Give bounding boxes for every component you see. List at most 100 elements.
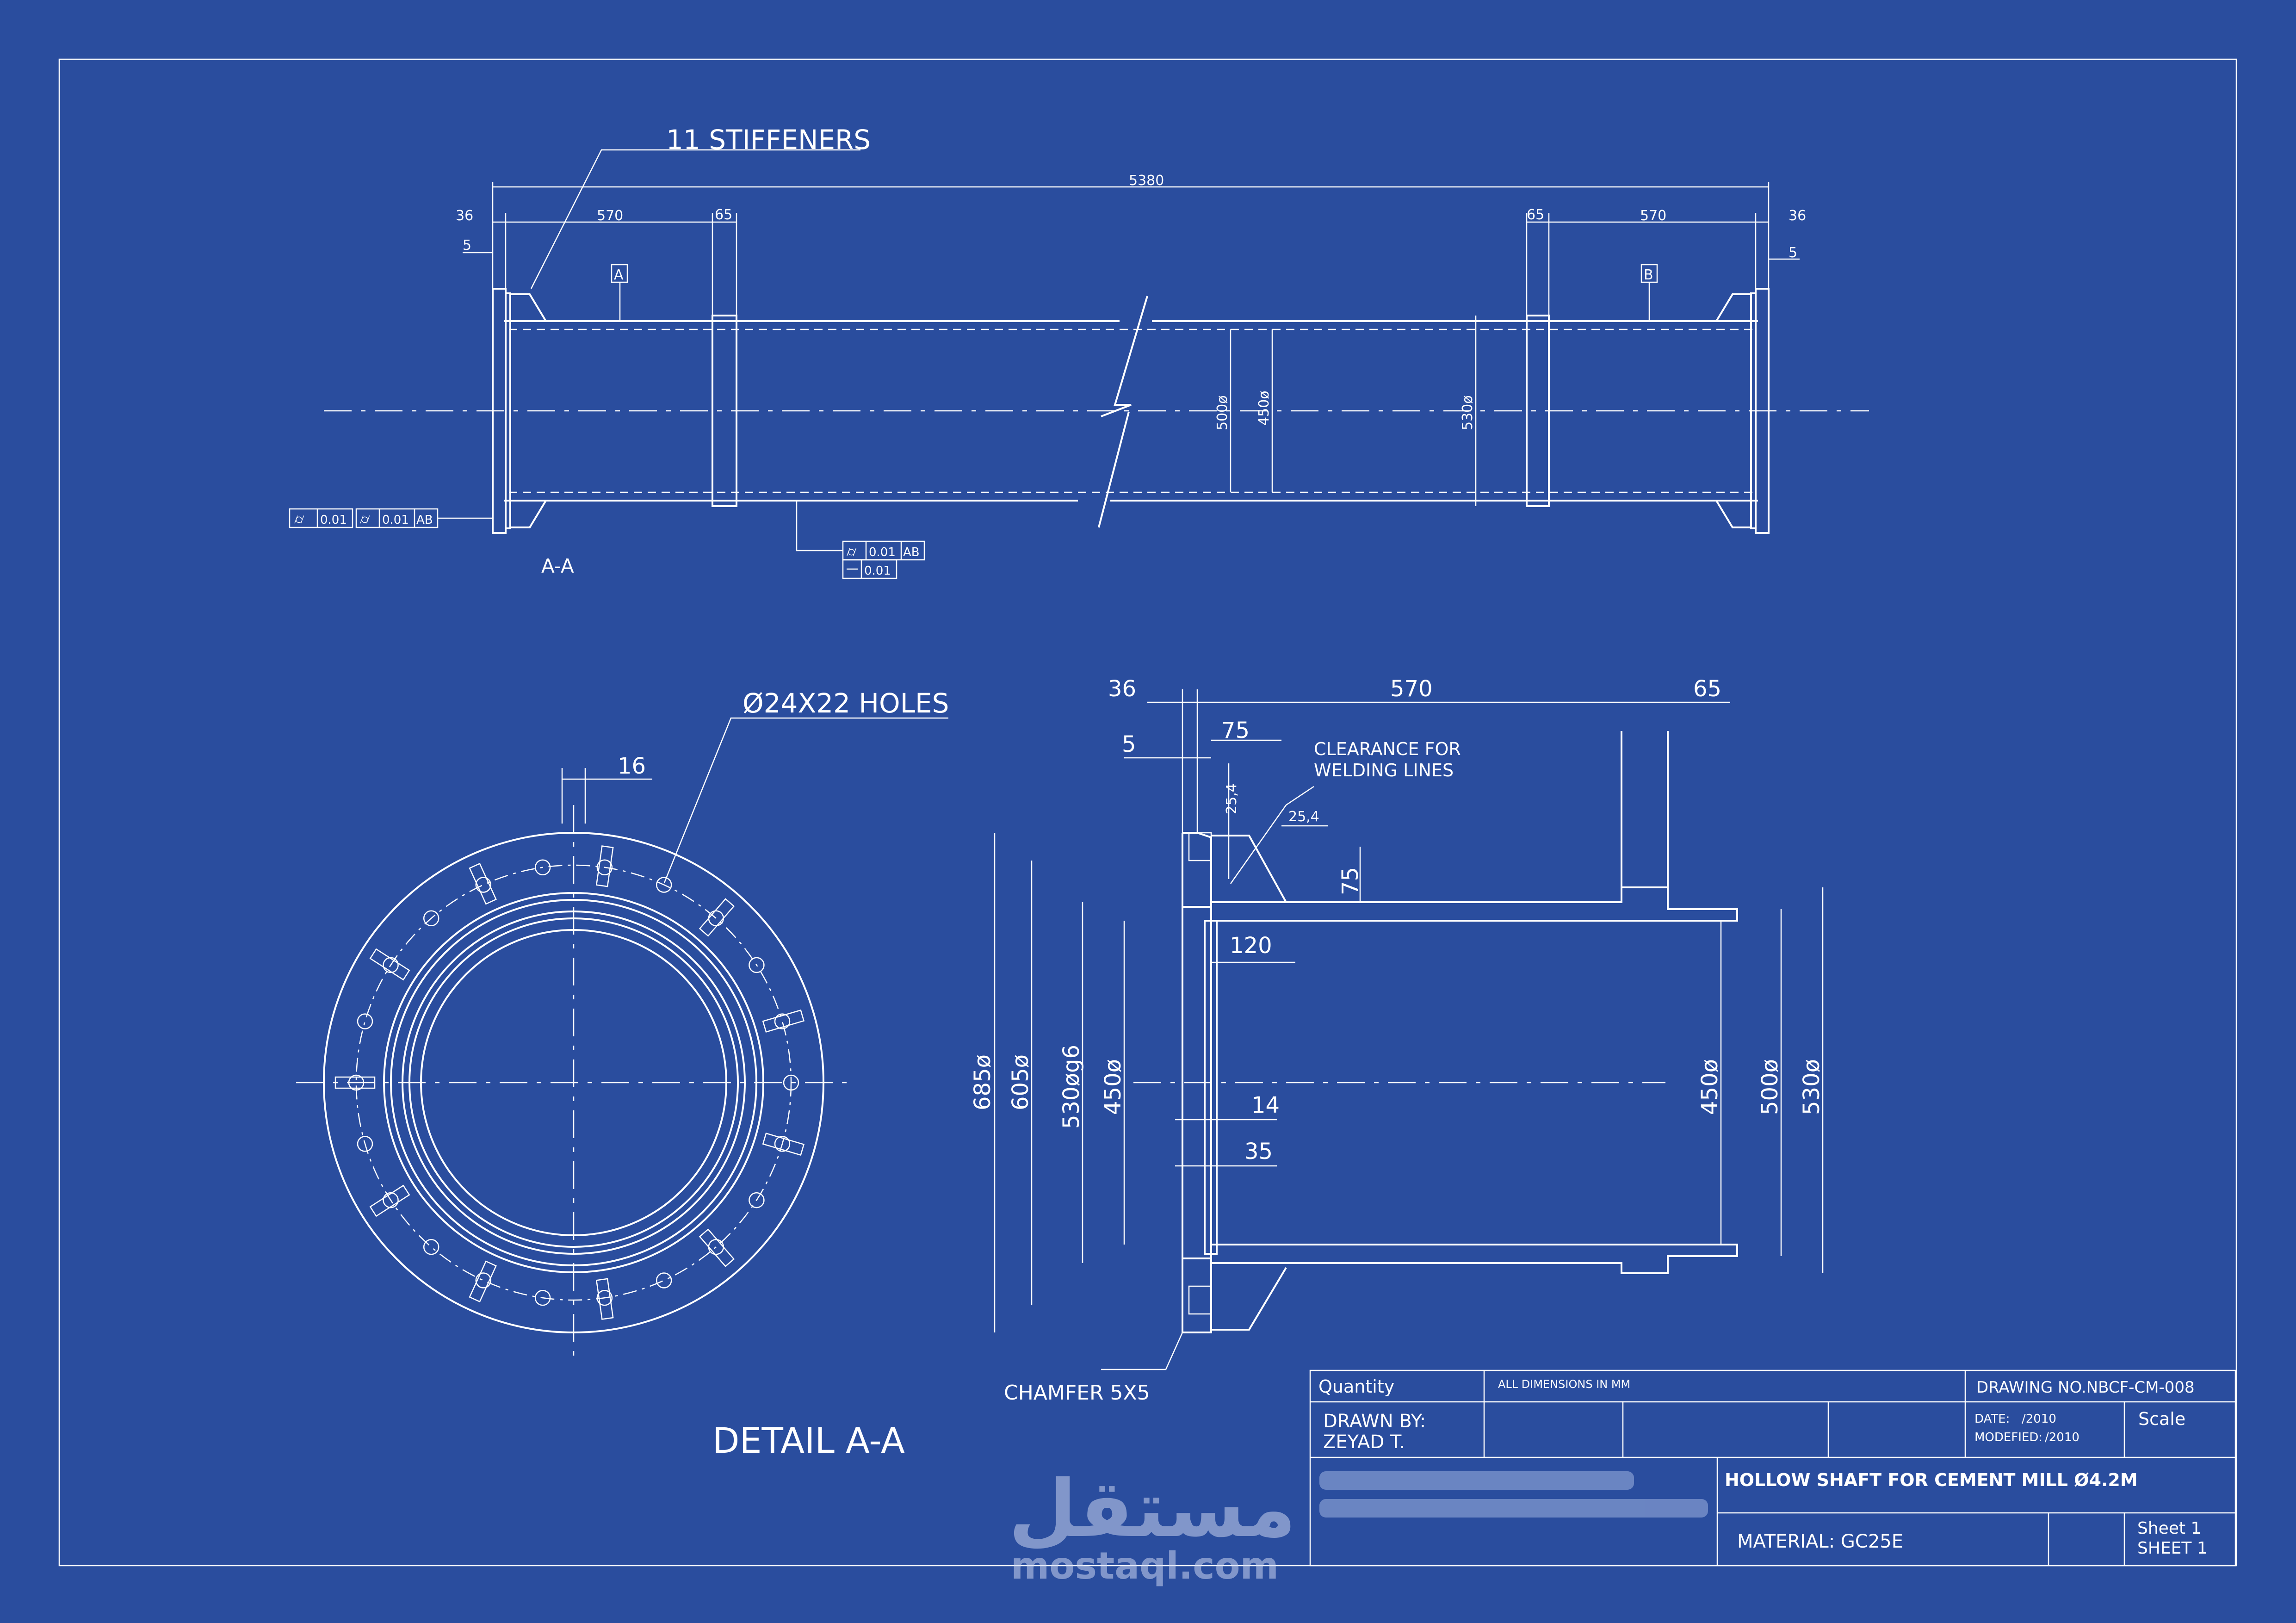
- svg-text:0.01: 0.01: [382, 513, 409, 527]
- bolt-hole: [423, 910, 439, 927]
- holes-leader: [663, 717, 948, 883]
- bolt-hole: [783, 1074, 799, 1091]
- tb-drawing-no: DRAWING NO.NBCF-CM-008: [1976, 1378, 2195, 1397]
- flange-stiffener: [369, 1184, 410, 1217]
- bolt-hole: [596, 859, 613, 876]
- flange-dim-16: 16: [618, 753, 646, 779]
- datum-a: A: [614, 267, 624, 283]
- detail-d685: 685ø: [970, 1054, 996, 1110]
- tb-date-label: DATE:: [1974, 1412, 2010, 1426]
- detail-dim-570: 570: [1390, 676, 1433, 702]
- flange-stiffener: [369, 948, 410, 981]
- detail-d500: 500ø: [1757, 1059, 1783, 1115]
- svg-text:⌭: ⌭: [847, 544, 857, 560]
- svg-text:⌭: ⌭: [360, 511, 370, 527]
- tb-sheet-1: Sheet 1: [2137, 1519, 2201, 1538]
- stiffeners-leader: [530, 149, 860, 289]
- holes-label: Ø24X22 HOLES: [743, 688, 949, 719]
- tolerance-frame-middle: ⌭ 0.01 AB 0.01: [796, 501, 925, 579]
- bolt-hole: [774, 1136, 791, 1152]
- bolt-hole: [656, 1272, 672, 1288]
- mostaql-watermark: مستقل mostaql.com: [1009, 1463, 1296, 1587]
- detail-d605: 605ø: [1008, 1054, 1034, 1110]
- top-d500: 500ø: [1214, 395, 1231, 430]
- detail-dim-14: 14: [1251, 1092, 1280, 1118]
- tb-quantity: Quantity: [1318, 1376, 1394, 1397]
- bolt-hole: [348, 1074, 365, 1091]
- flange-front-view: Ø24X22 HOLES 16: [296, 688, 949, 1360]
- detail-dim-36: 36: [1108, 676, 1136, 702]
- overall-length: 5380: [1129, 173, 1164, 189]
- tb-scale: Scale: [2138, 1409, 2185, 1429]
- detail-d530: 530ø: [1799, 1059, 1825, 1115]
- svg-text:0.01: 0.01: [869, 545, 896, 559]
- title-block: Quantity ALL DIMENSIONS IN MM DRAWING NO…: [1309, 1369, 2236, 1567]
- svg-text:⌭: ⌭: [294, 511, 304, 527]
- flange-stiffener: [762, 1133, 805, 1156]
- dim-left-570: 570: [597, 208, 623, 224]
- dim-right-570: 570: [1640, 208, 1666, 224]
- bolt-hole: [475, 877, 492, 893]
- bolt-hole: [596, 1289, 613, 1306]
- clearance-label-2: WELDING LINES: [1314, 760, 1454, 781]
- dim-right-65: 65: [1527, 207, 1544, 223]
- bolt-holes: [348, 859, 799, 1306]
- tb-drawn-by-name: ZEYAD T.: [1323, 1431, 1405, 1453]
- detail-dim-25-4-v: 25,4: [1224, 783, 1240, 814]
- svg-text:0.01: 0.01: [864, 564, 891, 578]
- flange-stiffener: [699, 898, 735, 937]
- detail-dim-5: 5: [1122, 731, 1136, 757]
- bolt-hole: [357, 1013, 373, 1029]
- section-label: A-A: [541, 555, 574, 577]
- bolt-hole: [749, 1192, 765, 1208]
- drawing-border: [58, 58, 2237, 1567]
- tb-material: MATERIAL: GC25E: [1737, 1531, 1903, 1552]
- shaft-elevation-view: 11 STIFFENERS 5380 36 5 570 65 65 570 36…: [289, 124, 1869, 579]
- tb-modified-label: MODEFIED:: [1974, 1431, 2042, 1444]
- detail-dim-25-4-h: 25,4: [1288, 809, 1319, 825]
- bolt-hole: [749, 957, 765, 973]
- flange-stiffener: [762, 1009, 805, 1033]
- detail-dim-65: 65: [1693, 676, 1721, 702]
- bolt-hole: [383, 1192, 399, 1208]
- dim-left-65: 65: [715, 207, 732, 223]
- dim-left-5: 5: [463, 237, 471, 254]
- flange-stiffener: [334, 1076, 376, 1089]
- bolt-hole: [383, 957, 399, 973]
- bolt-hole: [534, 859, 551, 876]
- stiffeners-label: 11 STIFFENERS: [666, 124, 871, 155]
- detail-a-a-view: 36 570 65 5 75 25,4 25,4 75 120 14 35 CL…: [712, 676, 1825, 1461]
- dim-right-36: 36: [1789, 208, 1806, 224]
- svg-text:0.01: 0.01: [320, 513, 347, 527]
- dim-right-5: 5: [1789, 245, 1797, 261]
- detail-dim-75-top: 75: [1221, 718, 1250, 743]
- flange-stiffener: [595, 845, 614, 887]
- flange-stiffener: [699, 1228, 735, 1267]
- detail-dim-120: 120: [1230, 933, 1272, 959]
- tb-part-title: HOLLOW SHAFT FOR CEMENT MILL Ø4.2M: [1725, 1470, 2138, 1490]
- bolt-hole: [534, 1289, 551, 1306]
- bolt-hole: [656, 877, 672, 893]
- flange-stiffeners: [334, 845, 805, 1320]
- tb-modified-value: /2010: [2045, 1431, 2079, 1444]
- bolt-hole: [423, 1239, 439, 1255]
- top-d450: 450ø: [1256, 390, 1272, 426]
- watermark-latin: mostaql.com: [1011, 1544, 1279, 1587]
- tb-all-dims: ALL DIMENSIONS IN MM: [1498, 1378, 1630, 1391]
- chamfer-label: CHAMFER 5X5: [1004, 1381, 1150, 1405]
- svg-text:AB: AB: [903, 545, 920, 559]
- flange-stiffener: [469, 1260, 497, 1303]
- watermark-arabic: مستقل: [1009, 1463, 1296, 1555]
- detail-d450-right: 450ø: [1697, 1059, 1723, 1115]
- dim-left-36: 36: [456, 208, 473, 224]
- tb-sheet-2: SHEET 1: [2137, 1539, 2208, 1558]
- bolt-hole: [357, 1136, 373, 1152]
- top-d530: 530ø: [1460, 395, 1476, 430]
- datum-b: B: [1644, 267, 1653, 283]
- clearance-label-1: CLEARANCE FOR: [1314, 739, 1461, 759]
- blurred-company-name: [1319, 1471, 1708, 1518]
- detail-d530g6: 530øg6: [1058, 1045, 1084, 1129]
- bolt-hole: [774, 1013, 791, 1029]
